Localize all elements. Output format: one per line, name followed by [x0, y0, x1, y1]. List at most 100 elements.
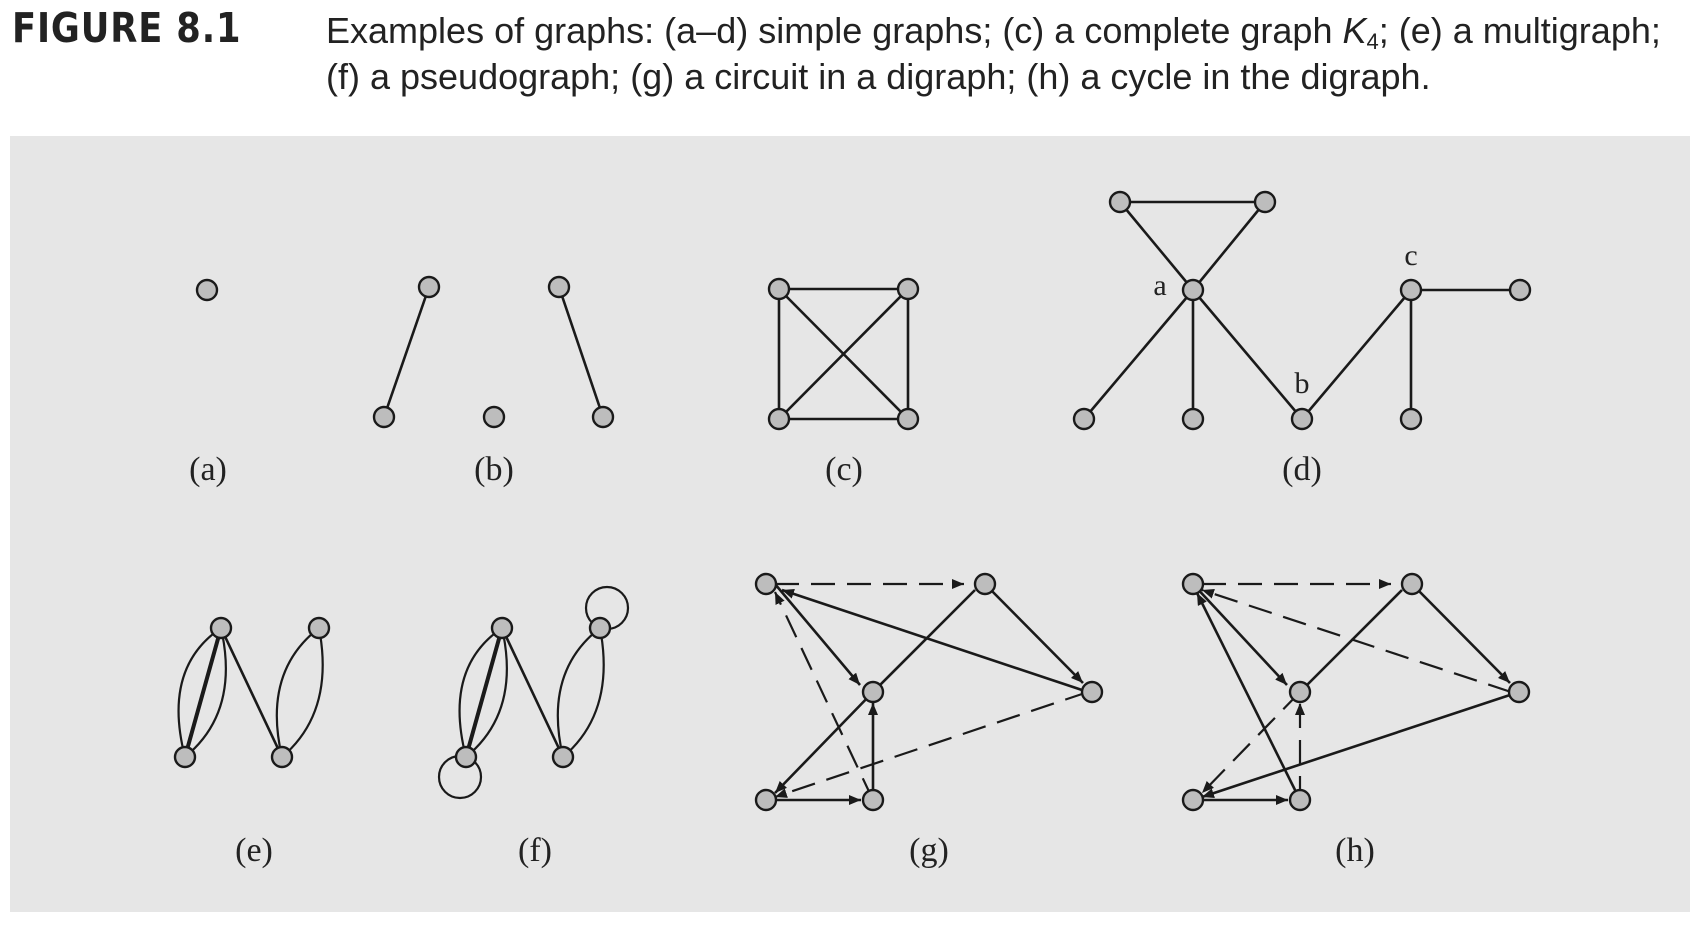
node — [1181, 407, 1205, 431]
node — [1181, 788, 1205, 812]
node — [588, 616, 612, 640]
node — [591, 405, 615, 429]
node — [1400, 572, 1424, 596]
node — [1108, 190, 1132, 214]
node — [372, 405, 396, 429]
caption-line1-prefix: Examples of graphs: (a–d) simple graphs;… — [326, 10, 1343, 51]
node — [1253, 190, 1277, 214]
node — [1072, 407, 1096, 431]
node — [1399, 407, 1423, 431]
arc — [1201, 690, 1520, 799]
subfigure-label-e: (e) — [235, 832, 273, 869]
edge — [281, 627, 324, 758]
arc — [1192, 583, 1288, 686]
edge — [500, 627, 565, 758]
node — [861, 680, 885, 704]
node — [547, 275, 571, 299]
arc — [984, 583, 1084, 684]
subfigure-label-c: (c) — [825, 451, 863, 488]
node — [1288, 788, 1312, 812]
graph-c: (c) — [767, 277, 920, 488]
edge — [275, 627, 320, 758]
node — [307, 616, 331, 640]
graph-g: (g) — [754, 572, 1104, 869]
edge — [1118, 201, 1195, 291]
figure-panel — [10, 136, 1690, 912]
edge — [1301, 289, 1412, 420]
arc — [781, 588, 1089, 694]
node — [1507, 680, 1531, 704]
node-c — [1399, 278, 1423, 302]
node — [767, 277, 791, 301]
graph-f: (f) — [437, 585, 630, 869]
graph-d: a b c (d) — [1072, 190, 1532, 488]
edge — [778, 288, 909, 420]
subfigure-label-a: (a) — [189, 451, 227, 488]
edge — [465, 627, 508, 758]
vertex-label-b: b — [1295, 367, 1310, 400]
edge — [557, 286, 605, 418]
arc — [774, 690, 1089, 799]
node — [270, 745, 294, 769]
node — [1181, 572, 1205, 596]
caption-k-subscript: 4 — [1366, 29, 1379, 54]
figure-label: FIGURE 8.1 — [12, 4, 242, 52]
arc — [774, 691, 874, 794]
node — [209, 616, 233, 640]
node — [1288, 680, 1312, 704]
node — [195, 278, 219, 302]
node — [482, 405, 506, 429]
graph-a: (a) — [189, 278, 227, 488]
arc — [1411, 583, 1511, 684]
node — [896, 407, 920, 431]
edge — [458, 627, 503, 758]
subfigure-label-f: (f) — [518, 832, 552, 869]
edge — [184, 627, 227, 758]
edge — [1083, 289, 1194, 420]
node — [490, 616, 514, 640]
caption-k: K — [1342, 10, 1367, 51]
arc — [1195, 592, 1302, 801]
node — [551, 745, 575, 769]
node-a — [1181, 278, 1205, 302]
graph-b: (b) — [372, 275, 615, 488]
node — [417, 275, 441, 299]
edge — [556, 627, 601, 758]
node — [767, 407, 791, 431]
node — [754, 788, 778, 812]
edge — [1192, 289, 1303, 420]
edge — [177, 627, 222, 758]
edge — [382, 286, 431, 418]
node — [1508, 278, 1532, 302]
vertex-label-c: c — [1404, 239, 1417, 272]
subfigure-label-b: (b) — [474, 451, 514, 488]
node — [173, 745, 197, 769]
subfigure-label-h: (h) — [1335, 832, 1375, 869]
graph-h: (h) — [1181, 572, 1531, 869]
edge — [1191, 201, 1267, 291]
graph-e: (e) — [173, 616, 331, 869]
node — [896, 277, 920, 301]
subfigure-label-d: (d) — [1282, 451, 1322, 488]
node — [973, 572, 997, 596]
node — [454, 745, 478, 769]
arc — [774, 591, 874, 801]
caption-line1-suffix: ; (e) a multigraph; — [1378, 10, 1661, 51]
node — [754, 572, 778, 596]
arc — [1201, 588, 1512, 694]
node — [861, 788, 885, 812]
node-b — [1290, 407, 1314, 431]
figure-caption: Examples of graphs: (a–d) simple graphs;… — [326, 8, 1696, 100]
node — [1080, 680, 1104, 704]
arc — [1299, 589, 1403, 693]
edge — [219, 627, 284, 758]
edge — [183, 627, 223, 758]
edge — [464, 627, 504, 758]
arc — [774, 583, 861, 686]
arc — [872, 589, 976, 693]
arc — [1201, 691, 1301, 794]
vertex-label-a: a — [1153, 269, 1166, 302]
edge — [562, 627, 605, 758]
caption-line2: (f) a pseudograph; (g) a circuit in a di… — [326, 56, 1431, 97]
